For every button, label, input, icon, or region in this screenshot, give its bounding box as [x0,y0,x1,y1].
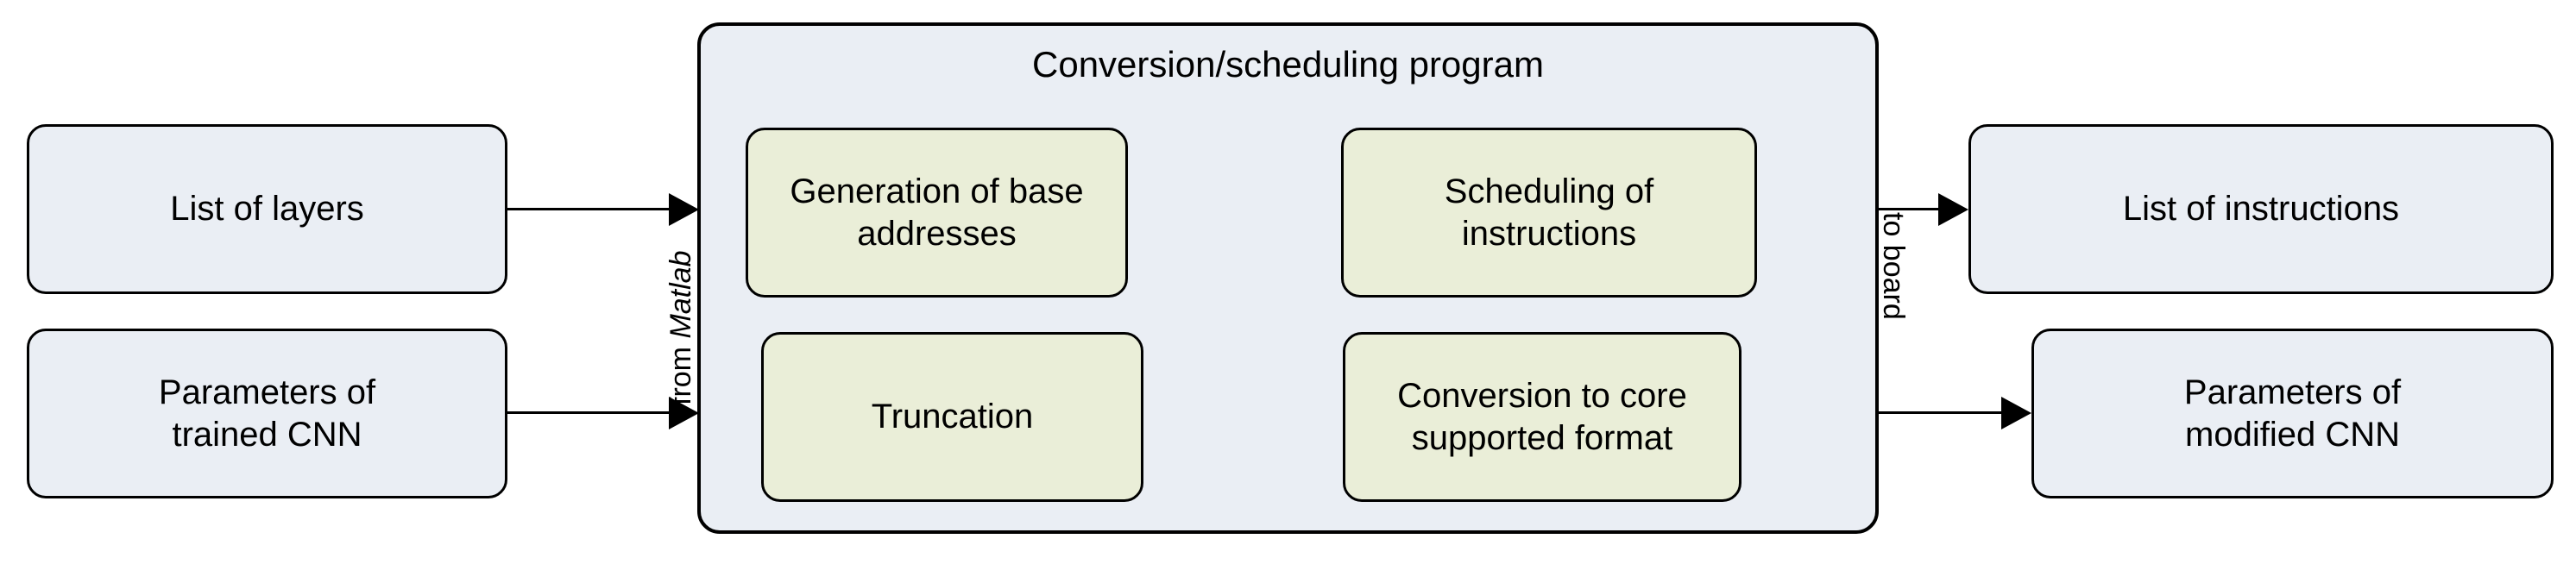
process-node-scheduling-of-instructions[interactable]: Scheduling of instructions [1341,128,1757,298]
arrowhead-icon-layers-to-program [669,193,699,226]
arrowhead-icon-program-to-parameters [2001,397,2031,429]
process-node-conversion-to-core-supported-format[interactable]: Conversion to core supported format [1343,332,1741,502]
edge-label-to-board: to board [1877,212,1910,320]
node-label-line-2: trained CNN [172,415,362,454]
node-label-line-2: supported format [1411,418,1673,457]
node-label: Parameters of modified CNN [2184,372,2401,456]
node-label: Conversion to core supported format [1397,375,1687,460]
connector-line-program-to-parameters [1878,411,2003,414]
node-label-line-1: Parameters of [2183,373,2402,411]
node-label-line-2: addresses [857,214,1017,253]
edge-label-from-matlab: from Matlab [664,250,698,405]
node-label: Scheduling of instructions [1445,171,1653,255]
conversion-scheduling-program-container: Conversion/scheduling program Generation… [697,22,1879,534]
node-label-line-2: modified CNN [2185,415,2400,454]
program-container-title: Conversion/scheduling program [1032,44,1544,85]
output-node-parameters-of-modified-cnn[interactable]: Parameters of modified CNN [2031,329,2554,498]
input-node-parameters-of-trained-cnn[interactable]: Parameters of trained CNN [27,329,507,498]
node-label-line-1: Parameters of [158,373,376,411]
node-label-line-2: instructions [1461,214,1637,253]
process-node-truncation[interactable]: Truncation [761,332,1143,502]
input-node-list-of-layers[interactable]: List of layers [27,124,507,294]
edge-label-from-text: from [664,338,697,405]
node-label: List of instructions [2122,190,2400,229]
connector-line-parameters-to-program [507,411,671,414]
edge-label-matlab-text: Matlab [664,250,697,339]
arrowhead-icon-program-to-instructions [1938,193,1968,226]
node-label-line-1: Conversion to core [1397,376,1687,415]
node-label-line-1: Scheduling of [1444,172,1654,210]
node-label: Parameters of trained CNN [159,372,375,456]
connector-line-program-to-instructions [1878,208,1940,210]
arrowhead-icon-parameters-to-program [669,397,699,429]
connector-line-layers-to-program [507,208,671,210]
node-label: List of layers [170,190,364,229]
output-node-list-of-instructions[interactable]: List of instructions [1968,124,2554,294]
node-label: Truncation [871,398,1034,436]
node-label-line-1: Generation of base [790,172,1084,210]
node-label: Generation of base addresses [790,171,1083,255]
process-node-generation-of-base-addresses[interactable]: Generation of base addresses [746,128,1128,298]
